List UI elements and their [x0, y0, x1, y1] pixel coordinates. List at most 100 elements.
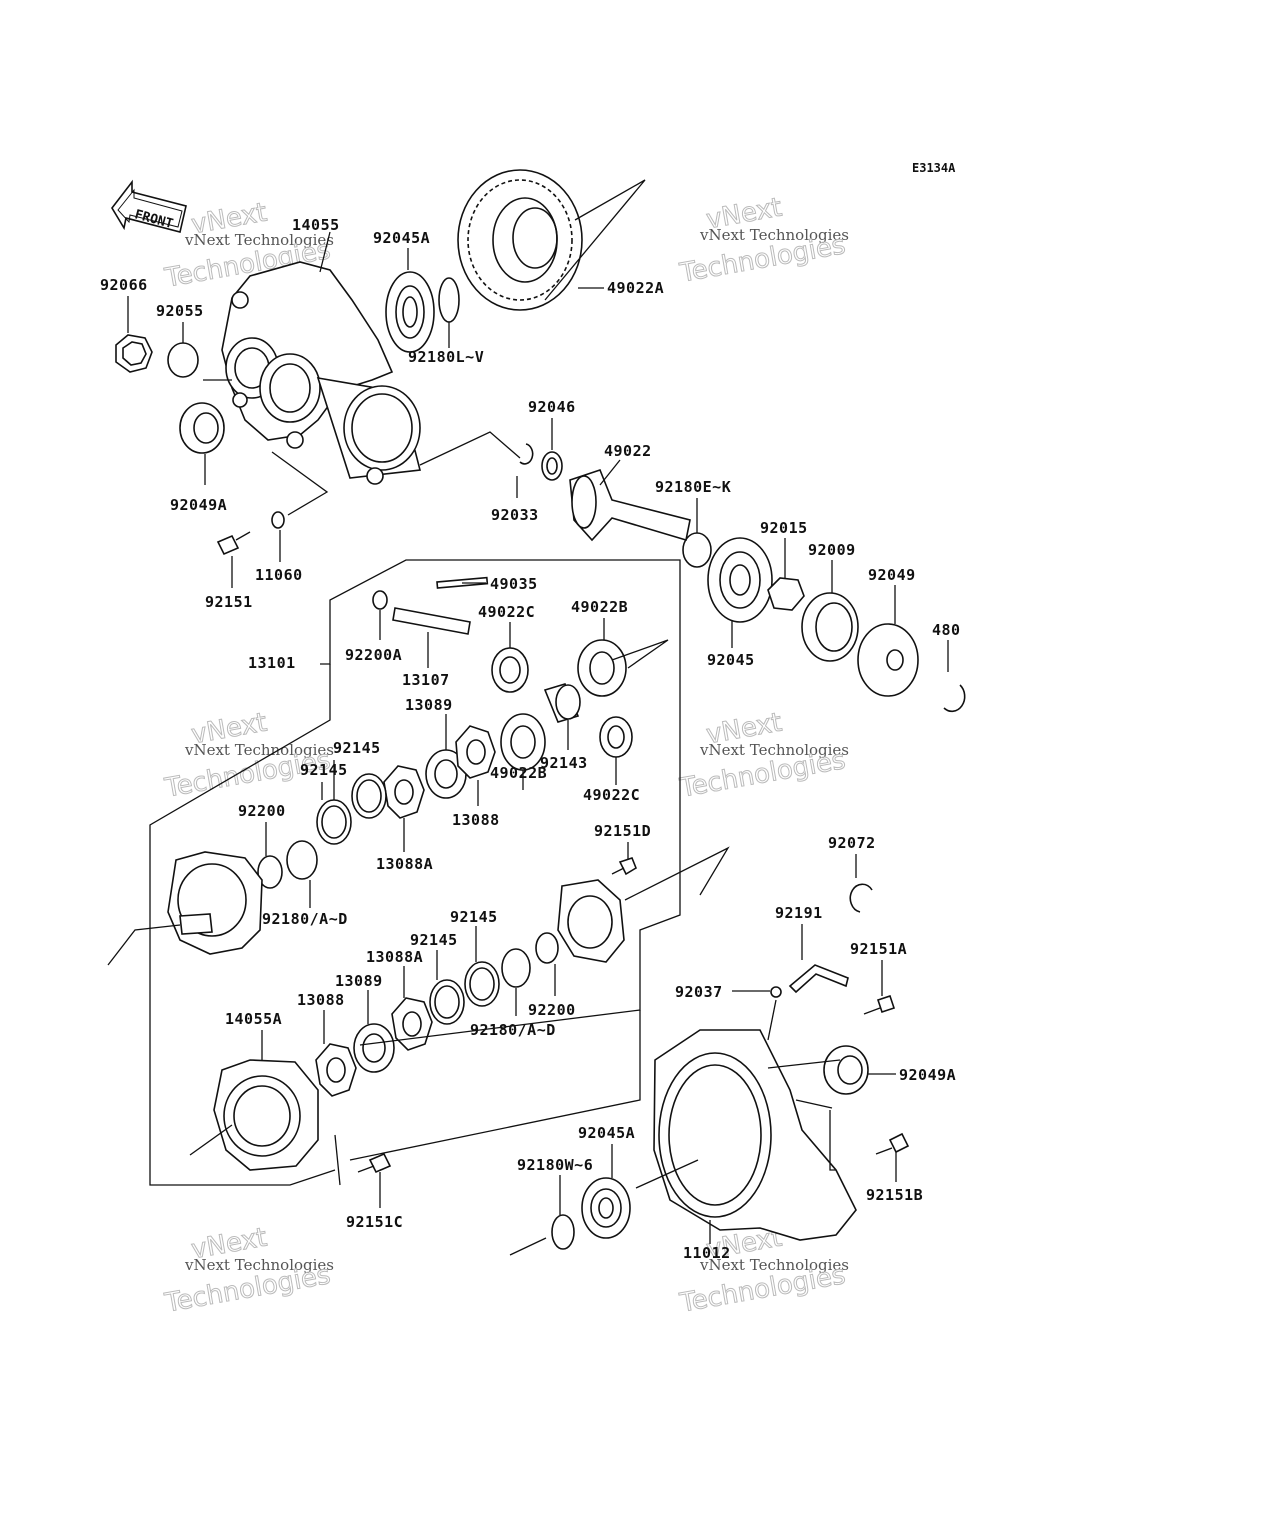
callout-92200a: 92200A	[345, 646, 402, 664]
circlip-part	[519, 443, 534, 465]
callout-92066: 92066	[100, 276, 148, 294]
watermark-text: vNext Technologies	[184, 231, 334, 249]
bolt-part	[357, 1152, 392, 1174]
callout-92145-a: 92145	[333, 739, 381, 757]
callout-92049a-top: 92049A	[170, 496, 227, 514]
callout-92055: 92055	[156, 302, 204, 320]
washer-part	[372, 590, 388, 610]
o-ring-part	[167, 342, 199, 378]
bevel-gear-part	[577, 639, 627, 697]
callout-49022b-top: 49022B	[571, 598, 628, 616]
side-gear-part	[491, 647, 529, 693]
watermark-text: vNext Technologies	[699, 1256, 849, 1274]
steel-plate-part	[383, 765, 425, 819]
callout-92143: 92143	[540, 754, 588, 772]
steel-plate-part	[315, 1043, 357, 1097]
collar-part	[801, 592, 859, 662]
plug-part	[115, 334, 153, 373]
bolt-part	[611, 857, 637, 876]
callout-92200-bottom: 92200	[528, 1001, 576, 1019]
callout-13107: 13107	[402, 671, 450, 689]
callout-49022: 49022	[604, 442, 652, 460]
cover-part	[213, 1059, 319, 1171]
watermark-bl: vNext vNext Technologies Technologies	[161, 1222, 334, 1319]
callout-49022a: 49022A	[607, 279, 664, 297]
differential-case-half-part	[557, 879, 625, 963]
callout-13088a-top: 13088A	[376, 855, 433, 873]
callout-92045a-bottom: 92045A	[578, 1124, 635, 1142]
callout-14055a: 14055A	[225, 1010, 282, 1028]
callout-13089-bottom: 13089	[335, 972, 383, 990]
callout-49022c-mid: 49022C	[583, 786, 640, 804]
callout-13089-top: 13089	[405, 696, 453, 714]
callout-92045: 92045	[707, 651, 755, 669]
clamp-part	[770, 986, 782, 998]
callout-92145-b: 92145	[300, 761, 348, 779]
callout-14055: 14055	[292, 216, 340, 234]
callout-92009: 92009	[808, 541, 856, 559]
callout-11060: 11060	[255, 566, 303, 584]
callout-92049: 92049	[868, 566, 916, 584]
callout-92180a-d-bottom: 92180/A~D	[470, 1021, 556, 1039]
washer-part	[271, 511, 285, 529]
bearing-part	[385, 271, 435, 353]
washer-part	[351, 773, 387, 819]
callout-92151b: 92151B	[866, 1186, 923, 1204]
callout-labels: 14055 92045A 49022A 92066 92055 92180L~V…	[100, 216, 961, 1262]
shim-part	[286, 840, 318, 880]
leader-lines	[107, 179, 949, 1256]
shim-part	[438, 277, 460, 323]
bolt-part	[875, 1132, 910, 1155]
watermark-tr: vNext vNext Technologies Technologies	[676, 192, 849, 289]
differential-case-half-part	[167, 851, 263, 955]
ring-gear-part	[457, 169, 583, 311]
callout-92015: 92015	[760, 519, 808, 537]
watermark-text: vNext Technologies	[699, 226, 849, 244]
front-arrow-icon: FRONT	[111, 179, 187, 233]
bearing-part	[581, 1177, 631, 1239]
shim-part	[682, 532, 712, 568]
callout-13101: 13101	[248, 654, 296, 672]
callout-92037: 92037	[675, 983, 723, 1001]
watermark-text: vNext Technologies	[184, 741, 334, 759]
callout-13088-bottom: 13088	[297, 991, 345, 1009]
callout-92072: 92072	[828, 834, 876, 852]
side-gear-part	[599, 716, 633, 758]
bearing-part	[707, 537, 773, 623]
parts-layer	[115, 169, 966, 1250]
watermark-ml: vNext vNext Technologies Technologies	[161, 707, 334, 804]
friction-plate-part	[353, 1023, 395, 1073]
bolt-part	[863, 994, 896, 1015]
callout-480: 480	[932, 621, 961, 639]
gear-case-part	[653, 1029, 857, 1241]
callout-92145-d: 92145	[410, 931, 458, 949]
watermark-text: vNext Technologies	[184, 1256, 334, 1274]
diagram-code: E3134A	[912, 161, 956, 175]
oil-seal-part	[857, 623, 919, 697]
callout-92046: 92046	[528, 398, 576, 416]
callout-49022b-mid: 49022B	[490, 764, 547, 782]
callout-92045a: 92045A	[373, 229, 430, 247]
callout-92151a: 92151A	[850, 940, 907, 958]
washer-part	[316, 799, 352, 845]
watermark-mr: vNext vNext Technologies Technologies	[676, 707, 849, 804]
callout-92151: 92151	[205, 593, 253, 611]
breather-hose-part	[788, 964, 849, 994]
callout-92200-top: 92200	[238, 802, 286, 820]
callout-13088-top: 13088	[452, 811, 500, 829]
shaft-part	[392, 607, 471, 635]
callout-92049a-bottom: 92049A	[899, 1066, 956, 1084]
upper-housing-part	[221, 261, 422, 485]
collar-part	[543, 683, 581, 723]
callout-92180a-d-top: 92180/A~D	[262, 910, 348, 928]
washer-part	[257, 855, 283, 889]
shim-part	[551, 1214, 575, 1250]
steel-plate-part	[455, 725, 496, 779]
bevel-gear-part	[500, 713, 546, 771]
callout-49022c-top: 49022C	[478, 603, 535, 621]
callout-92151c: 92151C	[346, 1213, 403, 1231]
circlip-part	[943, 684, 966, 713]
bolt-part	[216, 531, 251, 556]
